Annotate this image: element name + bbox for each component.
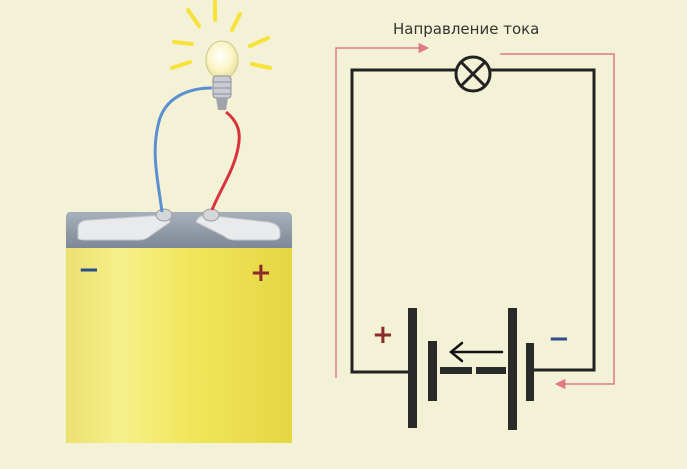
blue-wire [153, 86, 213, 213]
physical-circuit: − + [66, 0, 292, 443]
schematic-plus-sign: + [372, 320, 394, 350]
negative-clip [155, 208, 173, 222]
red-wire [210, 110, 241, 211]
battery-body [66, 240, 292, 443]
current-direction-lines [335, 42, 615, 390]
battery-cell-icon [408, 308, 534, 430]
schematic-minus-sign: − [548, 324, 570, 354]
battery-minus-sign: − [78, 255, 100, 285]
left-arrow-icon [449, 341, 504, 363]
light-bulb-icon [205, 40, 239, 110]
negative-terminal-tab [77, 215, 171, 241]
light-rays [170, 0, 272, 70]
schematic-circuit: Направление тока [335, 20, 615, 430]
circuit-wires [350, 68, 596, 374]
battery-plus-sign: + [250, 258, 272, 288]
current-direction-caption: Направление тока [393, 20, 539, 38]
lamp-cross-icon [454, 55, 492, 93]
positive-clip [202, 208, 220, 222]
